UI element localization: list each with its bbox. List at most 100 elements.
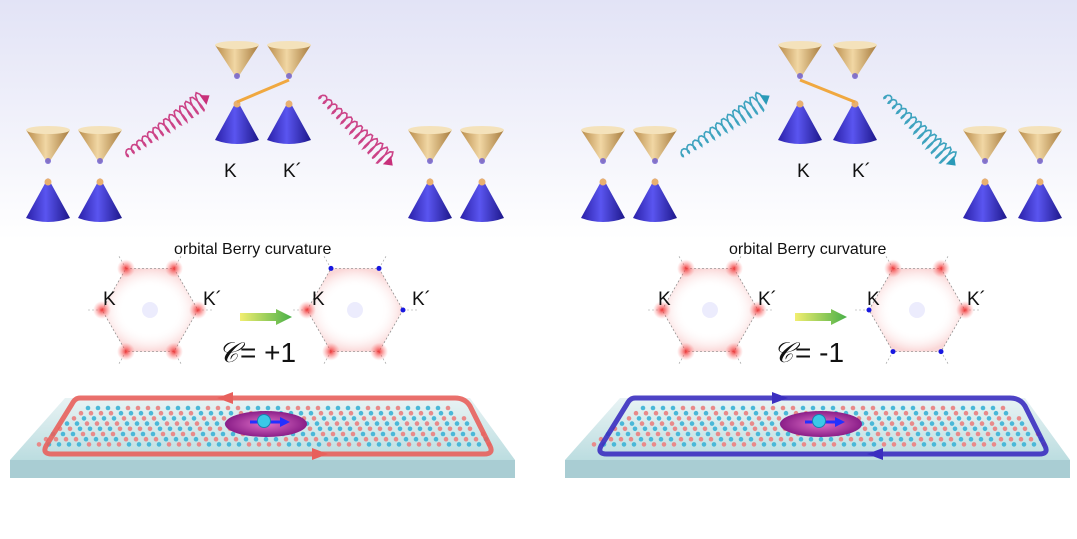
lattice-atom xyxy=(184,421,190,426)
lattice-atom xyxy=(275,405,281,411)
berry-curvature-positive xyxy=(165,259,183,278)
lattice-atom xyxy=(144,421,150,426)
lattice-atom xyxy=(476,442,482,447)
lattice-atom xyxy=(910,405,916,411)
cone-top xyxy=(78,126,122,134)
lattice-atom xyxy=(318,410,324,416)
lattice-atom xyxy=(1031,442,1037,447)
edge-arrow-bottom xyxy=(867,448,883,460)
lattice-atom xyxy=(173,436,179,442)
lattice-atom xyxy=(755,431,761,437)
lattice-atom xyxy=(426,442,432,447)
berry-curvature-positive xyxy=(370,342,388,361)
lattice-atom xyxy=(999,421,1005,426)
lattice-atom xyxy=(642,426,648,432)
lattice-atom xyxy=(695,431,701,437)
lattice-atom xyxy=(164,421,170,426)
lattice-atom xyxy=(36,442,42,447)
lattice-atom xyxy=(70,431,76,437)
lattice-atom xyxy=(315,405,321,411)
lattice-atom xyxy=(140,431,146,437)
lattice-atom xyxy=(368,410,374,416)
lattice-atom xyxy=(341,416,347,421)
lattice-atom xyxy=(390,431,396,437)
edge-arrow-top xyxy=(772,392,788,404)
background xyxy=(0,0,1077,240)
lattice-atom xyxy=(762,426,768,432)
lattice-atom xyxy=(456,442,462,447)
cone-apex xyxy=(652,158,658,164)
conduction-cone xyxy=(778,45,822,79)
lattice-atom xyxy=(374,421,380,426)
lattice-atom xyxy=(761,442,767,447)
lattice-atom xyxy=(90,431,96,437)
lattice-atom xyxy=(619,421,625,426)
lattice-atom xyxy=(742,426,748,432)
lattice-atom xyxy=(905,431,911,437)
cone-apex xyxy=(479,158,485,164)
lattice-atom xyxy=(181,416,187,421)
hex2-label-k: K xyxy=(867,289,880,310)
lattice-atom xyxy=(463,436,469,442)
lattice-atom xyxy=(1002,426,1008,432)
lattice-atom xyxy=(991,442,997,447)
lattice-atom xyxy=(661,442,667,447)
berry-curvature-caption: orbital Berry curvature xyxy=(729,241,886,258)
photon-helix xyxy=(318,94,394,164)
gamma-point xyxy=(347,302,363,318)
lattice-atom xyxy=(995,431,1001,437)
lattice-atom xyxy=(375,405,381,411)
lattice-atom xyxy=(1009,421,1015,426)
lattice-atom xyxy=(862,426,868,432)
lattice-atom xyxy=(892,426,898,432)
lattice-atom xyxy=(920,405,926,411)
lattice-atom xyxy=(168,410,174,416)
lattice-atom xyxy=(204,421,210,426)
lattice-atom xyxy=(376,442,382,447)
edge-arrow-bottom xyxy=(312,448,328,460)
lattice-atom xyxy=(1001,442,1007,447)
lattice-atom xyxy=(720,405,726,411)
conduction-cone xyxy=(78,130,122,164)
lattice-atom xyxy=(876,416,882,421)
lattice-atom xyxy=(175,405,181,411)
lattice-atom xyxy=(772,426,778,432)
lattice-atom xyxy=(460,431,466,437)
lattice-atom xyxy=(916,416,922,421)
lattice-atom xyxy=(871,442,877,447)
lattice-atom xyxy=(758,436,764,442)
lattice-atom xyxy=(316,442,322,447)
lattice-atom xyxy=(77,426,83,432)
edge-arrow-top xyxy=(217,392,233,404)
lattice-atom xyxy=(143,436,149,442)
lattice-atom xyxy=(618,436,624,442)
conduction-cone xyxy=(26,130,70,164)
lattice-atom xyxy=(114,421,120,426)
valence-cone xyxy=(833,100,877,144)
lattice-atom xyxy=(433,436,439,442)
lattice-atom xyxy=(457,426,463,432)
lattice-atom xyxy=(1000,405,1006,411)
lattice-atom xyxy=(958,436,964,442)
lattice-atom xyxy=(985,431,991,437)
cone-apex xyxy=(426,178,434,186)
lattice-atom xyxy=(235,405,241,411)
lattice-atom xyxy=(926,416,932,421)
lattice-atom xyxy=(738,436,744,442)
lattice-atom xyxy=(672,426,678,432)
lattice-atom xyxy=(778,436,784,442)
lattice-atom xyxy=(976,416,982,421)
lattice-atom xyxy=(387,426,393,432)
cone-apex xyxy=(45,158,51,164)
lattice-atom xyxy=(959,421,965,426)
lattice-atom xyxy=(295,405,301,411)
lattice-atom xyxy=(464,421,470,426)
berry-curvature-positive xyxy=(165,342,183,361)
berry-curvature-negative xyxy=(400,307,406,313)
lattice-atom xyxy=(113,436,119,442)
lattice-atom xyxy=(370,431,376,437)
berry-curvature-caption: orbital Berry curvature xyxy=(174,241,331,258)
lattice-atom xyxy=(335,405,341,411)
valence-cone xyxy=(408,178,452,222)
spin-arrowhead xyxy=(835,417,845,427)
